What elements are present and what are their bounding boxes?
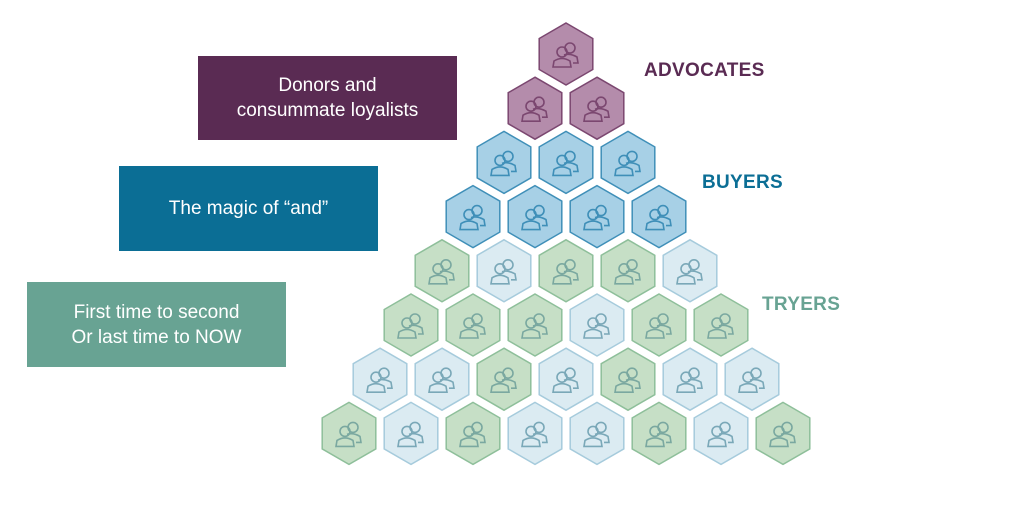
users-icon	[738, 367, 765, 393]
users-icon	[490, 367, 517, 393]
tryers-description-line-2: Or last time to NOW	[71, 326, 242, 348]
tier-description-tryers: First time to second Or last time to NOW	[27, 282, 286, 367]
hexagon-advocates-r2-c2	[569, 76, 625, 141]
tier-description-buyers: The magic of “and”	[119, 166, 378, 251]
hexagon-tryers-r8-c2	[383, 401, 439, 466]
users-icon	[490, 258, 517, 285]
hexagon-buyers-r4-c3	[569, 184, 625, 249]
users-icon	[335, 421, 362, 448]
hexagon-tryers-r6-c3	[507, 293, 563, 357]
hexagon-tryers-r7-c6	[662, 347, 718, 412]
users-icon	[521, 96, 548, 122]
users-icon	[645, 421, 672, 448]
users-icon	[459, 313, 486, 339]
hexagon-tryers-r5-c3	[538, 238, 594, 303]
hexagon-tryers-r8-c5	[569, 401, 625, 466]
hexagon-tryers-r7-c7	[724, 347, 780, 412]
users-icon	[583, 421, 610, 448]
hexagon-buyers-r4-c2	[507, 184, 563, 249]
users-icon	[521, 421, 548, 448]
users-icon	[707, 313, 734, 339]
users-icon	[397, 421, 424, 448]
hexagon-buyers-r3-c2	[538, 130, 594, 195]
hexagon-tryers-r8-c7	[693, 401, 749, 466]
hexagon-tryers-r8-c6	[631, 401, 687, 466]
users-icon	[583, 96, 610, 122]
tier-label-buyers: BUYERS	[702, 172, 783, 193]
advocates-description-line-1: Donors and	[278, 75, 377, 96]
hexagon-tryers-r6-c2	[445, 293, 501, 357]
hexagon-tryers-r8-c1	[321, 401, 377, 466]
users-icon	[614, 150, 641, 177]
tryers-description-line-1: First time to second	[73, 301, 240, 323]
users-icon	[645, 204, 672, 231]
hexagon-tryers-r6-c6	[693, 293, 749, 357]
users-icon	[614, 367, 641, 393]
users-icon	[521, 204, 548, 231]
users-icon	[366, 367, 393, 393]
hexagon-advocates-r2-c1	[507, 76, 563, 141]
advocates-description-line-2: consummate loyalists	[236, 100, 419, 121]
tier-label-tryers: TRYERS	[762, 294, 841, 315]
hexagon-tryers-r8-c4	[507, 401, 563, 466]
hexagon-buyers-r3-c3	[600, 130, 656, 195]
users-icon	[552, 258, 579, 285]
users-icon	[614, 258, 641, 285]
hexagon-tryers-r7-c3	[476, 347, 532, 412]
tier-description-advocates: Donors and consummate loyalists	[198, 56, 457, 140]
users-icon	[428, 367, 455, 393]
users-icon	[397, 313, 424, 339]
users-icon	[583, 204, 610, 231]
users-icon	[676, 367, 703, 393]
hexagon-tryers-r5-c4	[600, 238, 656, 303]
hexagon-tryers-r7-c4	[538, 347, 594, 412]
hexagon-tryers-r5-c2	[476, 238, 532, 303]
hexagon-tryers-r7-c2	[414, 347, 470, 412]
hexagon-tryers-r6-c5	[631, 293, 687, 357]
users-icon	[459, 204, 486, 231]
users-icon	[459, 421, 486, 448]
users-icon	[521, 313, 548, 339]
hexagon-tryers-r5-c5	[662, 238, 718, 303]
hexagon-tryers-r6-c1	[383, 293, 439, 357]
users-icon	[645, 313, 672, 339]
hexagon-tryers-r8-c8	[755, 401, 811, 466]
users-icon	[428, 258, 455, 285]
users-icon	[583, 313, 610, 339]
hexagon-tryers-r7-c1	[352, 347, 408, 412]
hexagon-buyers-r4-c1	[445, 184, 501, 249]
users-icon	[552, 367, 579, 393]
hexagon-tryers-r7-c5	[600, 347, 656, 412]
users-icon	[676, 258, 703, 285]
hexagon-buyers-r4-c4	[631, 184, 687, 249]
hexagon-advocates-r1-c1	[538, 22, 594, 86]
users-icon	[490, 150, 517, 177]
hexagon-buyers-r3-c1	[476, 130, 532, 195]
users-icon	[769, 421, 796, 448]
users-icon	[552, 42, 579, 68]
hexagon-tryers-r8-c3	[445, 401, 501, 466]
tier-label-advocates: ADVOCATES	[644, 60, 765, 81]
buyers-description-line-1: The magic of “and”	[168, 198, 329, 219]
users-icon	[707, 421, 734, 448]
hexagon-tryers-r5-c1	[414, 238, 470, 303]
hexagon-tryers-r6-c4	[569, 293, 625, 357]
users-icon	[552, 150, 579, 177]
